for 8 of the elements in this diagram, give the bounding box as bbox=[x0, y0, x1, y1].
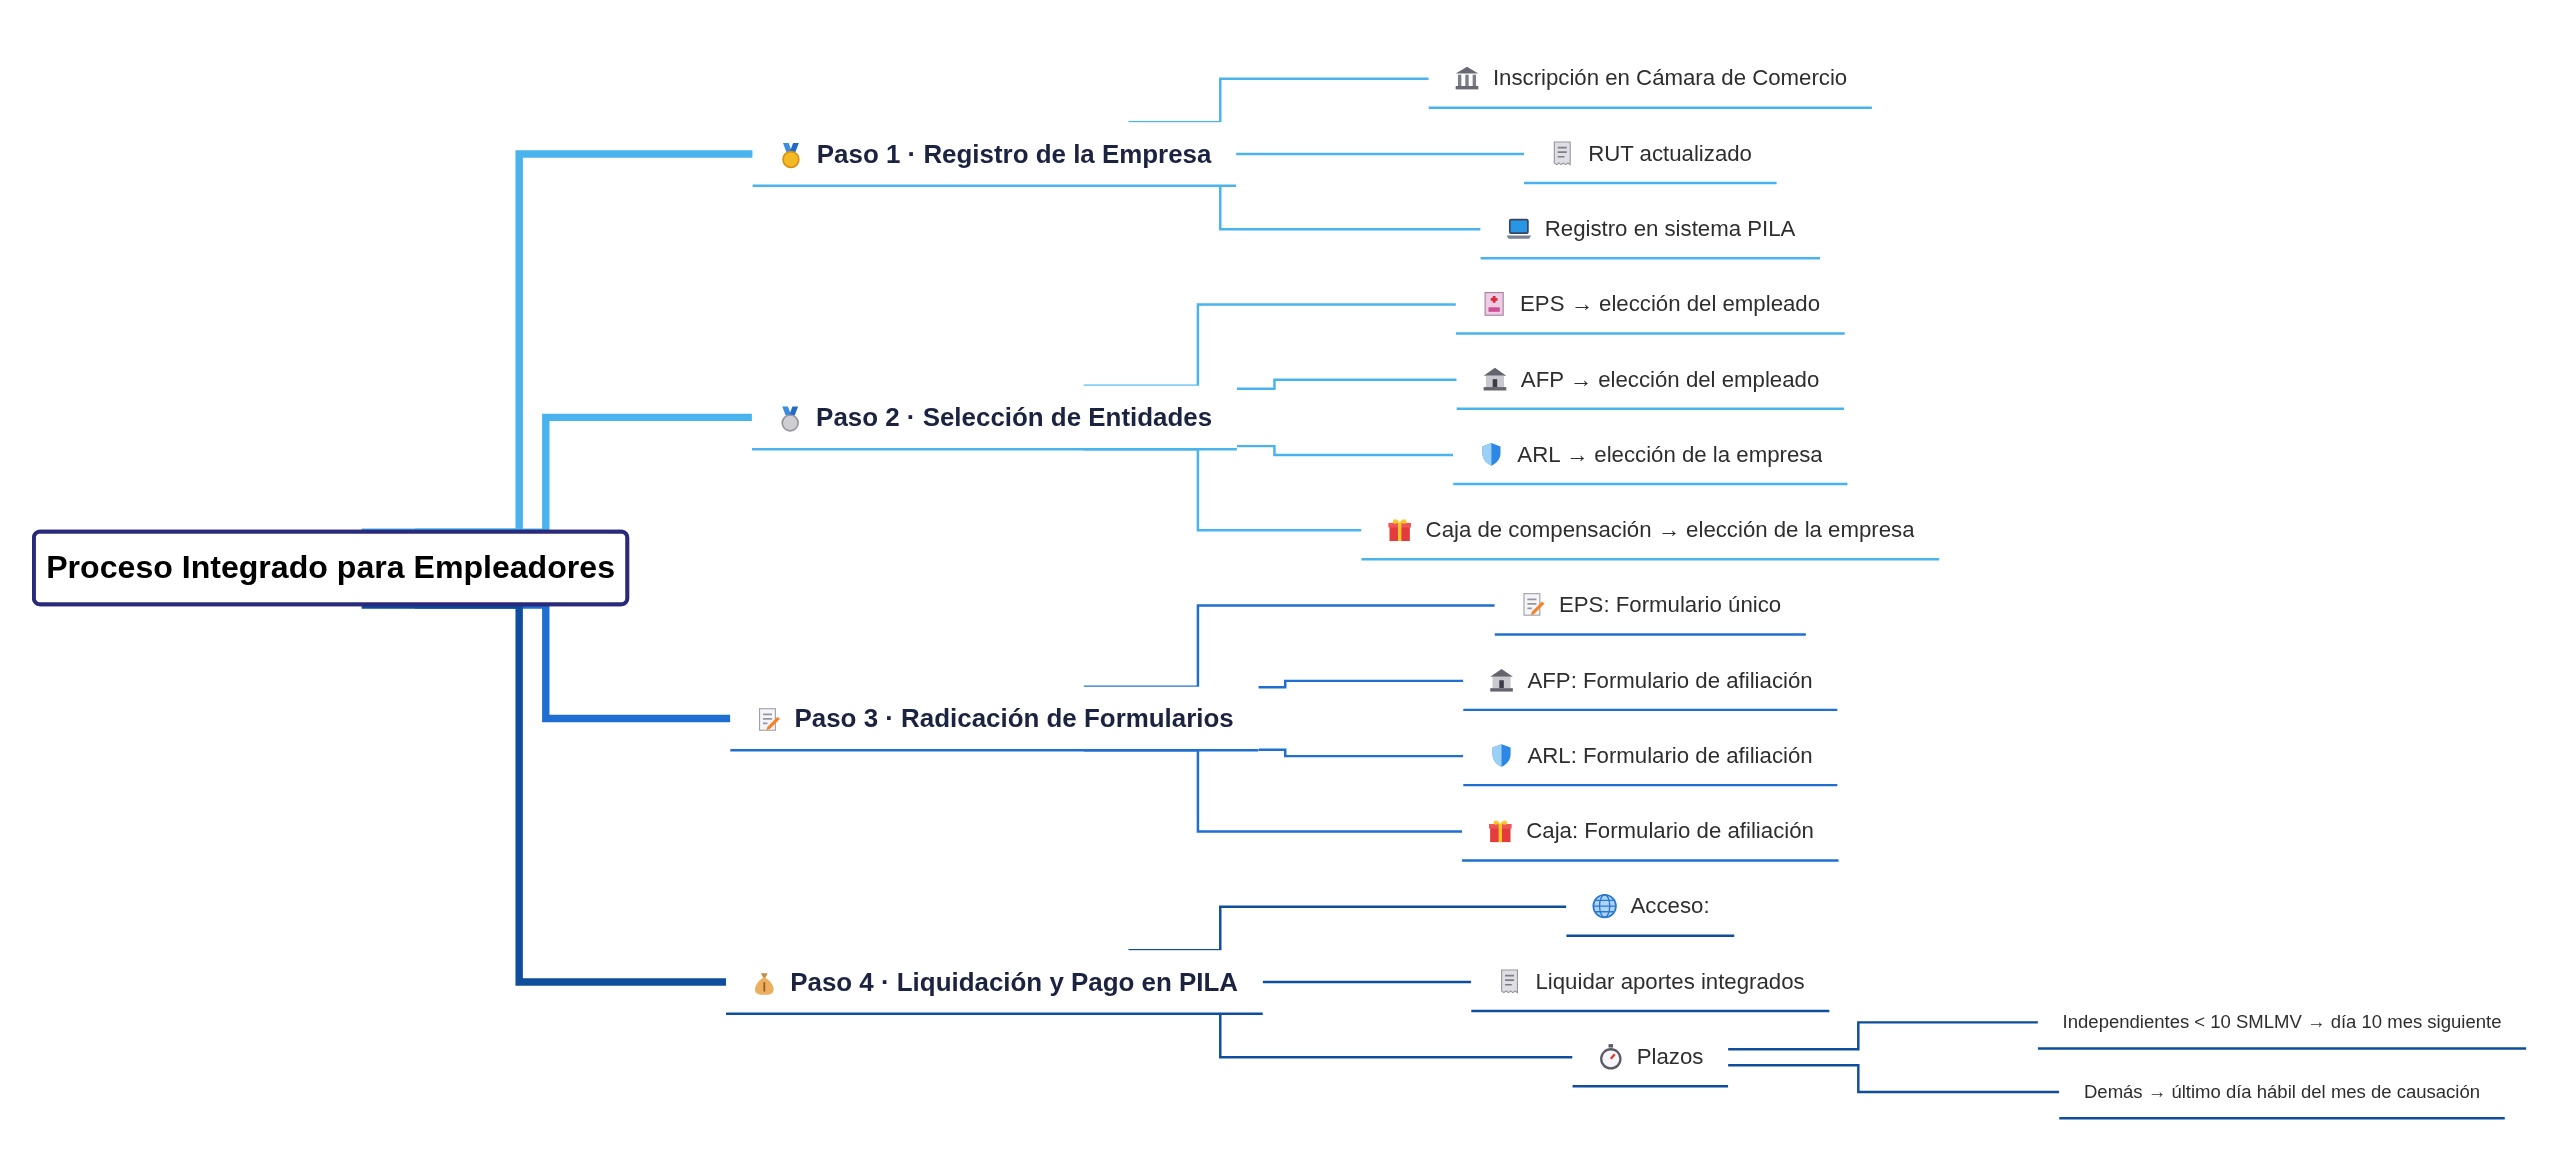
connector bbox=[1236, 444, 1454, 457]
connector bbox=[1236, 152, 1524, 156]
connector bbox=[1728, 1021, 2038, 1051]
connector bbox=[1236, 378, 1457, 390]
connector bbox=[1258, 748, 1464, 758]
connector bbox=[1728, 1064, 2060, 1094]
connector bbox=[1258, 679, 1464, 689]
connector bbox=[1262, 980, 1472, 984]
